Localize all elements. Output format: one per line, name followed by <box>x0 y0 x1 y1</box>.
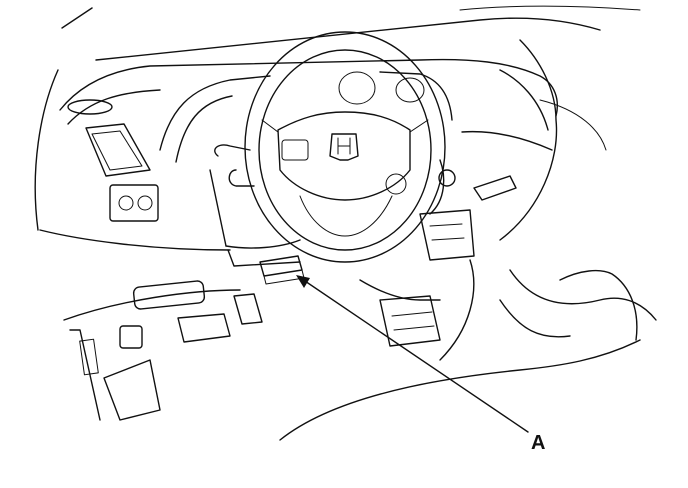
diagnostic-connector <box>259 255 305 285</box>
center-console <box>359 159 475 361</box>
steering-wheel <box>244 31 446 263</box>
brand-logo <box>329 133 359 161</box>
windshield-frame <box>34 5 641 231</box>
instrument-cluster <box>159 71 453 163</box>
steering-column <box>209 144 301 267</box>
dashboard-top <box>59 58 558 131</box>
callout-label-a: A <box>531 432 546 454</box>
right-air-vent <box>461 99 607 201</box>
left-air-vent <box>85 123 151 177</box>
pedals <box>119 293 263 349</box>
passenger-seat <box>279 39 657 441</box>
left-switch-panel <box>109 184 159 222</box>
callout-leader <box>296 275 529 433</box>
lower-dash-left <box>39 229 241 421</box>
